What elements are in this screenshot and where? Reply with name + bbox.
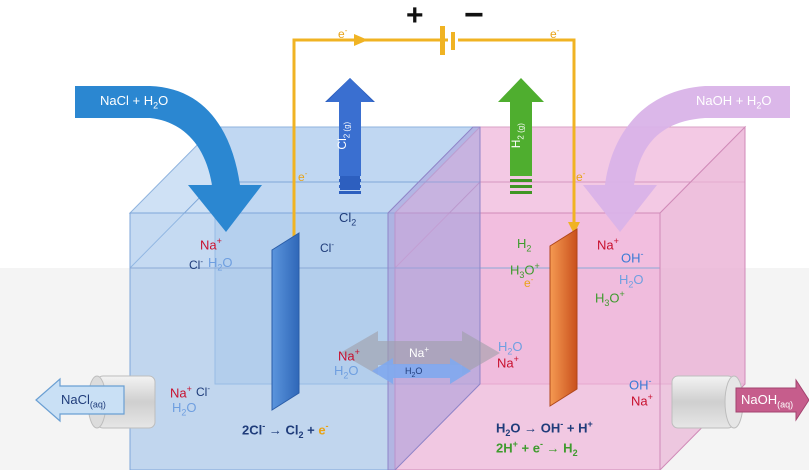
cl-ion: Cl- <box>189 257 204 272</box>
hydronium-ion: H3O+ <box>595 289 625 308</box>
na-ion: Na+ <box>338 347 360 364</box>
battery-icon <box>440 26 455 55</box>
h2-gas-label: H2 (g) <box>508 123 526 149</box>
electron-flow-arrow-1 <box>354 34 368 46</box>
naoh-input-label: NaOH + H2O <box>696 93 772 111</box>
membrane <box>387 126 481 470</box>
electron-label: e- <box>298 169 308 184</box>
cl-ion: Cl- <box>320 240 335 255</box>
water-molecule: H2O <box>172 400 197 418</box>
cathode-equation-2: 2H+ + e- → H2 <box>496 439 578 458</box>
nacl-output-arrow <box>35 377 125 423</box>
cl-ion: Cl- <box>196 384 211 399</box>
water-molecule: H2O <box>619 272 644 290</box>
cl2-arrow <box>325 78 375 194</box>
membrane-water-label: H2O <box>405 366 423 379</box>
na-ion: Na+ <box>497 354 519 371</box>
h2-species: H2 <box>517 236 532 254</box>
cathode-electrode <box>549 228 578 407</box>
naoh-input-arrow <box>583 86 790 232</box>
left-chamber-front <box>129 212 396 470</box>
hydroxide-ion: OH- <box>621 249 644 266</box>
nacl-input-arrow <box>75 86 262 232</box>
electron-label: e- <box>550 26 560 41</box>
electron-label: e- <box>576 169 586 184</box>
water-molecule: H2O <box>334 363 359 381</box>
electron-label: e- <box>524 275 534 290</box>
battery-plus-label: + <box>406 0 424 32</box>
battery-minus-label: − <box>464 0 484 34</box>
hydroxide-ion: OH- <box>629 376 652 393</box>
na-ion: Na+ <box>200 236 222 253</box>
na-ion: Na+ <box>597 236 619 253</box>
water-molecule: H2O <box>498 339 523 357</box>
cl2-species: Cl2 <box>339 210 357 228</box>
na-ion: Na+ <box>170 384 192 401</box>
electron-flow-arrow-2 <box>568 222 580 234</box>
cl2-gas-label: Cl2 (g) <box>335 121 352 150</box>
naoh-output-arrow <box>735 378 809 422</box>
na-ion: Na+ <box>631 392 653 409</box>
na-migration-arrow <box>340 331 500 375</box>
electron-label: e- <box>338 26 348 41</box>
anode-electrode <box>271 232 300 411</box>
naoh-output-label: NaOH(aq) <box>741 392 794 410</box>
water-molecule: H2O <box>208 255 233 273</box>
water-migration-arrow <box>372 358 471 384</box>
hydronium-ion: H3O+ <box>510 261 540 280</box>
nacl-output-label: NaCl(aq) <box>61 392 106 410</box>
anode-equation: 2Cl- → Cl2 + e- <box>242 421 329 440</box>
nacl-input-label: NaCl + H2O <box>100 93 169 111</box>
membrane-na-label: Na+ <box>409 345 430 360</box>
anode-wire <box>292 38 448 238</box>
cathode-equation-1: H2O → OH- + H+ <box>496 419 593 438</box>
cathode-wire <box>458 38 576 230</box>
h2-arrow <box>498 78 544 194</box>
